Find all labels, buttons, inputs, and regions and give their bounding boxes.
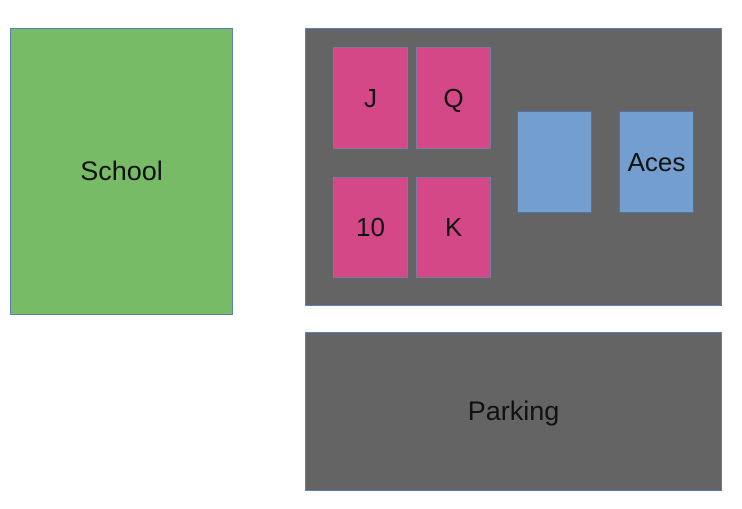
card-k-label: K <box>444 212 463 242</box>
aces-box: Aces <box>619 111 694 213</box>
card-j: J <box>333 47 408 149</box>
parking-label: Parking <box>467 396 560 426</box>
card-q: Q <box>416 47 491 149</box>
card-q-label: Q <box>443 82 464 113</box>
school-label: School <box>80 156 163 186</box>
school-block: School <box>10 28 233 315</box>
blank-blue-box <box>517 111 592 213</box>
card-10-label: 10 <box>356 212 385 242</box>
parking-block: Parking <box>305 332 722 491</box>
aces-label: Aces <box>627 146 686 177</box>
card-k: K <box>416 177 491 278</box>
card-10: 10 <box>333 177 408 278</box>
card-j-label: J <box>364 82 377 113</box>
